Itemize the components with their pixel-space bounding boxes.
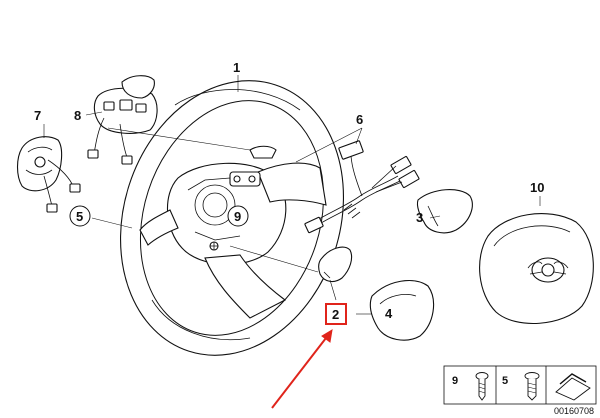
document-number: 00160708: [554, 406, 594, 416]
callout-3: 3: [416, 210, 423, 225]
callouts: 1 7 8 6 3 10 4 5 9 2: [34, 60, 544, 325]
callout-5: 5: [76, 209, 83, 224]
leader-lines: [43, 75, 541, 315]
torx-screw-icon: [524, 372, 540, 401]
callout-8: 8: [74, 108, 81, 123]
wiring-harness: [304, 140, 420, 234]
callout-1: 1: [233, 60, 240, 75]
callout-2: 2: [332, 307, 339, 322]
airbag-module: [479, 213, 594, 325]
callout-2-highlight-box: [325, 303, 347, 325]
fastener-legend: 9 5: [443, 365, 597, 405]
callout-9: 9: [234, 209, 241, 224]
highlight-arrow: [271, 329, 333, 409]
screw-icon: [475, 372, 489, 401]
trim-cover-4: [369, 280, 435, 341]
callout-7: 7: [34, 108, 41, 123]
legend-label-9: 9: [452, 375, 458, 387]
callout-10: 10: [530, 180, 544, 195]
trim-cover-3: [416, 189, 473, 234]
switch-left: [16, 136, 81, 213]
trim-cover-2: [318, 246, 353, 283]
callout-6: 6: [356, 112, 363, 127]
callout-9-circle: [227, 205, 249, 227]
switch-top: [87, 75, 158, 165]
callout-4: 4: [385, 306, 393, 321]
callout-5-circle: [69, 205, 91, 227]
clip-bracket-icon: [555, 373, 591, 401]
legend-label-5: 5: [502, 375, 508, 387]
